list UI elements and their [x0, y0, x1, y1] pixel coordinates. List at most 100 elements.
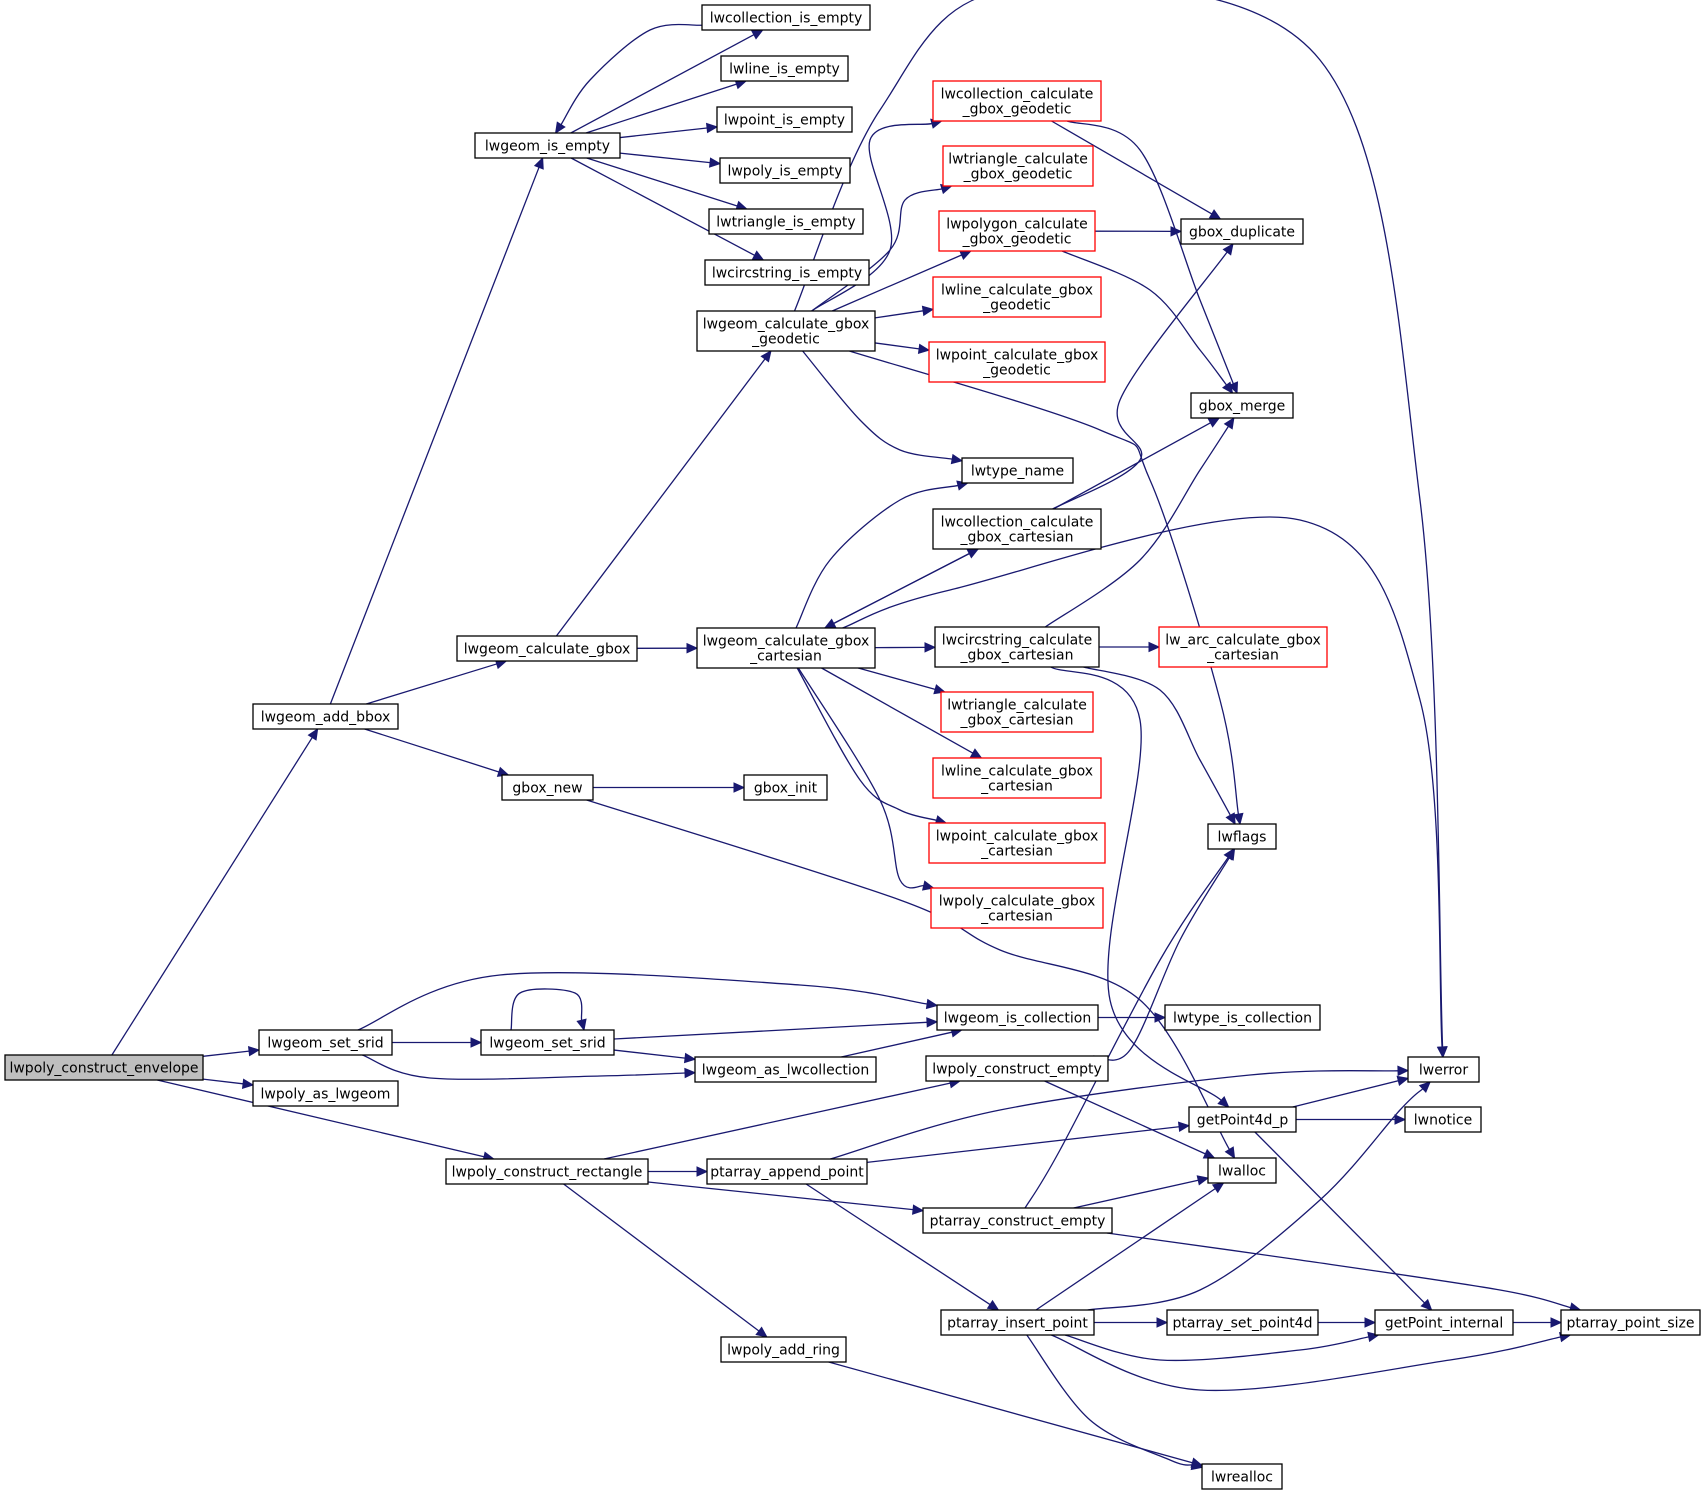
call-edge-ptarray_insert_point-to-ptarray_point_size	[1051, 1331, 1572, 1392]
node-lwgeom-add-bbox[interactable]: lwgeom_add_bbox	[252, 703, 399, 730]
arrowhead-icon	[1223, 416, 1235, 430]
arrowhead-icon	[1223, 847, 1235, 861]
node-lwpoint-calculate-gbox-geodetic[interactable]: lwpoint_calculate_gbox_geodetic	[928, 341, 1106, 383]
call-edge-lwgeom_is_empty-to-lwpoly_is_empty	[619, 152, 722, 168]
call-edge-lwpoly_construct_envelope-to-lwgeom_add_bbox	[111, 727, 319, 1056]
node-box	[1560, 1309, 1701, 1336]
node-label: lwpoly_construct_empty	[932, 1062, 1102, 1078]
node-label: lwline_calculate_gbox	[941, 283, 1093, 299]
call-edge-lwgeom_calculate_gbox-to-lwgeom_calculate_gbox_cartesian	[636, 642, 699, 654]
node-lw-arc-calculate-gbox-cartesian[interactable]: lw_arc_calculate_gbox_cartesian	[1158, 626, 1328, 668]
node-lwpoly-is-empty[interactable]: lwpoly_is_empty	[719, 157, 851, 184]
node-lwline-calculate-gbox-geodetic[interactable]: lwline_calculate_gbox_geodetic	[932, 276, 1102, 318]
node-box	[928, 822, 1106, 864]
node-label: ptarray_set_point4d	[1173, 1316, 1313, 1332]
arrowhead-icon	[1217, 1096, 1230, 1108]
node-label: lwgeom_calculate_gbox	[703, 634, 870, 650]
node-lwcollection-calculate-gbox-cartesian[interactable]: lwcollection_calculate_gbox_cartesian	[932, 508, 1102, 550]
node-label: lwtype_is_collection	[1173, 1011, 1312, 1027]
node-lwgeom-calculate-gbox[interactable]: lwgeom_calculate_gbox	[456, 635, 638, 662]
edge-line	[613, 1021, 928, 1040]
edge-line	[1254, 1131, 1426, 1304]
node-lwpoly-construct-envelope[interactable]: lwpoly_construct_envelope	[4, 1054, 204, 1081]
call-edge-lwgeom_calculate_gbox_geodetic-to-lwline_calculate_gbox_geodetic	[874, 305, 935, 319]
arrowhead-icon	[705, 122, 719, 134]
call-edge-lwpolygon_calculate_gbox_geodetic-to-gbox_merge	[1061, 250, 1234, 394]
node-box	[719, 157, 851, 184]
node-lwcircstring-is-empty[interactable]: lwcircstring_is_empty	[704, 259, 870, 286]
arrowhead-icon	[1233, 812, 1244, 826]
node-lwpoly-calculate-gbox-cartesian[interactable]: lwpoly_calculate_gbox_cartesian	[930, 887, 1104, 929]
node-label: _gbox_geodetic	[963, 167, 1073, 183]
node-lwgeom-set-srid-b[interactable]: lwgeom_set_srid	[480, 1029, 615, 1056]
edge-line	[797, 667, 924, 889]
node-box	[932, 80, 1102, 122]
node-gbox-merge[interactable]: gbox_merge	[1190, 392, 1294, 419]
node-ptarray-append-point[interactable]: ptarray_append_point	[706, 1158, 868, 1185]
arrowhead-icon	[1418, 1081, 1431, 1094]
node-box	[1158, 626, 1328, 668]
node-lwgeom-is-collection[interactable]: lwgeom_is_collection	[936, 1004, 1099, 1031]
arrowhead-icon	[921, 305, 935, 317]
node-lwflags[interactable]: lwflags	[1207, 823, 1277, 850]
node-gbox-new[interactable]: gbox_new	[501, 774, 594, 801]
node-getPoint4d-p[interactable]: getPoint4d_p	[1188, 1106, 1297, 1133]
node-label: lwgeom_is_empty	[485, 139, 610, 155]
node-lwpoly-construct-empty[interactable]: lwpoly_construct_empty	[925, 1055, 1109, 1082]
node-lwerror[interactable]: lwerror	[1407, 1056, 1480, 1083]
node-lwline-calculate-gbox-cartesian[interactable]: lwline_calculate_gbox_cartesian	[932, 757, 1102, 799]
call-edge-lwcircstring_calculate_gbox_cartesian-to-lwflags	[1083, 666, 1236, 826]
edge-line	[1087, 1088, 1424, 1311]
node-lwgeom-as-lwcollection[interactable]: lwgeom_as_lwcollection	[694, 1056, 877, 1083]
node-lwtype-name[interactable]: lwtype_name	[961, 457, 1074, 484]
node-lwpoly-construct-rectangle[interactable]: lwpoly_construct_rectangle	[445, 1158, 649, 1185]
node-label: lw_arc_calculate_gbox	[1165, 633, 1321, 649]
node-lwtriangle-calculate-gbox-geodetic[interactable]: lwtriangle_calculate_gbox_geodetic	[942, 145, 1094, 187]
node-label: lwcircstring_calculate	[942, 633, 1093, 649]
node-lwgeom-calculate-gbox-geodetic[interactable]: lwgeom_calculate_gbox_geodetic	[696, 310, 876, 352]
node-lwpoint-calculate-gbox-cartesian[interactable]: lwpoint_calculate_gbox_cartesian	[928, 822, 1106, 864]
arrowhead-icon	[241, 1078, 255, 1090]
node-lwcollection-is-empty[interactable]: lwcollection_is_empty	[701, 4, 871, 31]
arrowhead-icon	[912, 1204, 925, 1215]
node-getPoint-internal[interactable]: getPoint_internal	[1374, 1309, 1514, 1336]
node-lwcollection-calculate-gbox-geodetic[interactable]: lwcollection_calculate_gbox_geodetic	[932, 80, 1102, 122]
node-lwgeom-set-srid-a[interactable]: lwgeom_set_srid	[258, 1029, 393, 1056]
edge-line	[833, 548, 979, 624]
node-lwtriangle-is-empty[interactable]: lwtriangle_is_empty	[708, 208, 864, 235]
call-edge-gbox_new-to-lwalloc	[586, 799, 1236, 1160]
edge-line	[1073, 1179, 1199, 1209]
node-lwalloc[interactable]: lwalloc	[1207, 1157, 1277, 1184]
node-lwgeom-is-empty[interactable]: lwgeom_is_empty	[474, 132, 621, 159]
node-lwgeom-calculate-gbox-cartesian[interactable]: lwgeom_calculate_gbox_cartesian	[696, 627, 876, 669]
node-lwcircstring-calculate-gbox-cartesian[interactable]: lwcircstring_calculate_gbox_cartesian	[934, 626, 1100, 668]
node-ptarray-construct-empty[interactable]: ptarray_construct_empty	[922, 1207, 1113, 1234]
node-ptarray-insert-point[interactable]: ptarray_insert_point	[940, 1309, 1095, 1336]
node-ptarray-point-size[interactable]: ptarray_point_size	[1560, 1309, 1701, 1336]
edge-line	[1050, 666, 1222, 1101]
arrowhead-icon	[709, 157, 722, 168]
node-lwtype-is-collection[interactable]: lwtype_is_collection	[1164, 1004, 1321, 1031]
node-label: lwcollection_is_empty	[710, 11, 863, 27]
node-lwrealloc[interactable]: lwrealloc	[1201, 1463, 1283, 1490]
edge-line	[831, 254, 962, 312]
call-edge-lwgeom_calculate_gbox_geodetic-to-lwerror	[793, 0, 1448, 1059]
arrowhead-icon	[1222, 243, 1234, 256]
node-box	[708, 208, 864, 235]
node-lwpoint-is-empty[interactable]: lwpoint_is_empty	[716, 106, 853, 133]
node-lwpoly-as-lwgeom[interactable]: lwpoly_as_lwgeom	[252, 1080, 399, 1107]
node-box	[252, 1080, 399, 1107]
node-label: _cartesian	[980, 909, 1053, 925]
node-gbox-duplicate[interactable]: gbox_duplicate	[1180, 218, 1304, 245]
node-lwpolygon-calculate-gbox-geodetic[interactable]: lwpolygon_calculate_gbox_geodetic	[938, 210, 1096, 252]
edge-line	[849, 350, 1240, 815]
node-gbox-init[interactable]: gbox_init	[743, 774, 828, 801]
node-lwline-is-empty[interactable]: lwline_is_empty	[720, 55, 849, 82]
node-ptarray-set-point4d[interactable]: ptarray_set_point4d	[1166, 1309, 1319, 1336]
node-lwpoly-add-ring[interactable]: lwpoly_add_ring	[720, 1336, 847, 1363]
node-lwtriangle-calculate-gbox-cartesian[interactable]: lwtriangle_calculate_gbox_cartesian	[940, 691, 1094, 733]
node-box	[1188, 1106, 1297, 1133]
edge-line	[866, 1126, 1180, 1164]
arrowhead-icon	[924, 642, 937, 653]
node-lwnotice[interactable]: lwnotice	[1404, 1106, 1482, 1133]
